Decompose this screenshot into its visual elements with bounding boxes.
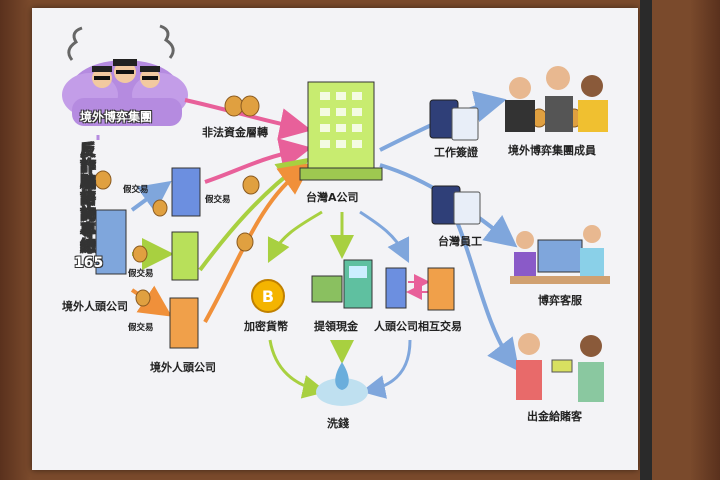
arrow-nominee-to-launder [361, 339, 412, 399]
arrow-blue-to-company [204, 138, 312, 184]
fake-trade-label-3: 假交易 [128, 269, 154, 279]
fake-trade-label-2: 假交易 [205, 195, 231, 205]
laundering-label: 洗錢 [327, 417, 349, 430]
offshore-nominee-bottom-label: 境外人頭公司 [150, 361, 216, 374]
person-icon [514, 225, 604, 402]
arrow-illegal-transfer [184, 98, 312, 140]
arrow-to-nominee [359, 210, 410, 264]
arrow-crypto-to-launder [268, 339, 327, 399]
person-icon [505, 66, 608, 132]
group-members-label: 境外博弈集團成員 [508, 144, 596, 157]
svg-text:B: B [262, 287, 274, 306]
taiwan-company-label: 台灣A公司 [306, 191, 359, 204]
arrow-to-crypto [267, 210, 323, 264]
gambling-service-label: 博弈客服 [538, 294, 582, 307]
person-icon [92, 59, 160, 88]
cloud-group-label: 境外博弈集團 [80, 110, 153, 124]
bitcoin-icon: B [251, 279, 285, 313]
illegal-transfer-label: 非法資金層轉 [202, 126, 268, 139]
fake-trade-label-1: 假交易 [123, 185, 149, 195]
crypto-label: 加密貨幣 [244, 320, 288, 333]
hotline-number: 165 [74, 255, 104, 271]
arrow-orange-to-company [203, 163, 312, 323]
cash-withdraw-label: 提領現金 [314, 320, 358, 333]
fake-trade-label-4: 假交易 [128, 323, 154, 333]
passport-icon [429, 99, 481, 225]
water-drop-icon [316, 362, 368, 406]
arrow-left-to-blue [130, 180, 172, 213]
work-visa-label: 工作簽證 [434, 146, 478, 159]
criminal-group-cloud [62, 24, 188, 126]
offshore-nominee-left-label: 境外人頭公司 [62, 300, 128, 313]
nominee-mutual-label: 人頭公司相互交易 [374, 320, 462, 333]
screen-bezel [640, 0, 652, 480]
payout-label: 出金給賭客 [527, 410, 582, 423]
computer-icon [510, 239, 610, 284]
atm-icon [311, 259, 373, 309]
hotline-vertical-text: 反詐騙諮詢專線 [80, 141, 96, 255]
taiwan-staff-label: 台灣員工 [438, 235, 482, 248]
